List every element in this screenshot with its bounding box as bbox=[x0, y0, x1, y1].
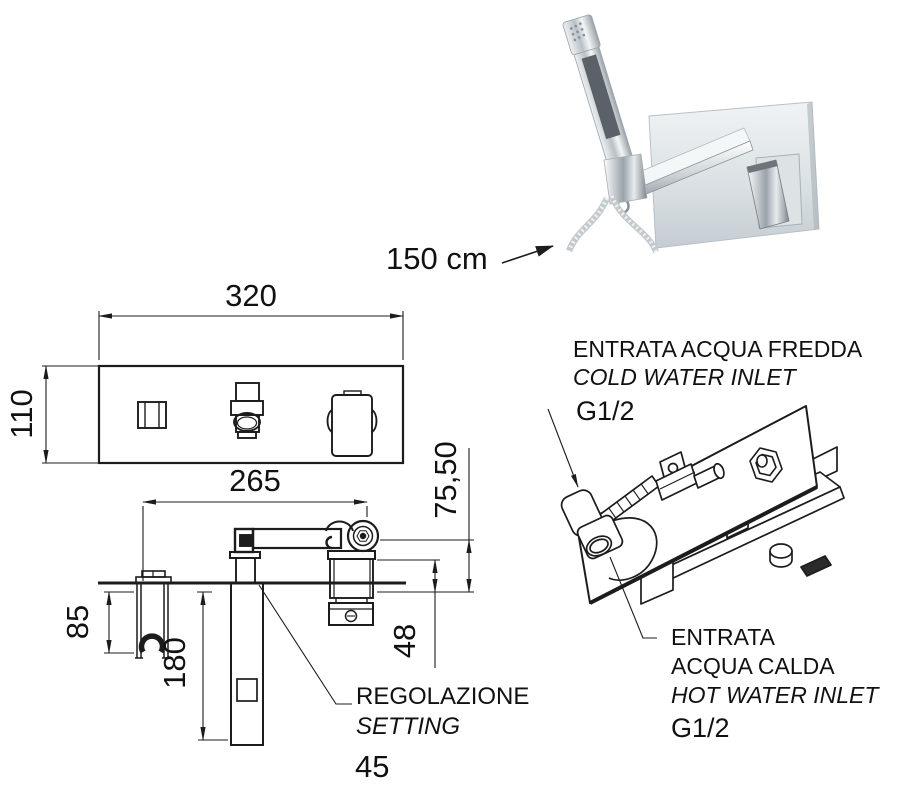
iso-curved-bracket bbox=[608, 517, 658, 581]
photo-hose-left bbox=[565, 196, 610, 253]
iso-rail-pad bbox=[800, 555, 832, 577]
dim-110-label: 110 bbox=[4, 389, 39, 438]
front-handle bbox=[326, 390, 378, 457]
hot-inlet-label-it-2: ACQUA CALDA bbox=[671, 653, 835, 679]
front-spout bbox=[230, 382, 264, 439]
iso-inlet-assembly bbox=[560, 451, 725, 581]
side-shower-holder bbox=[135, 570, 172, 659]
dim-180-label: 180 bbox=[157, 637, 192, 689]
product-photo bbox=[562, 14, 820, 254]
rough-in-isometric bbox=[547, 405, 845, 639]
dim-48-label: 48 bbox=[387, 624, 422, 658]
side-outlet-column bbox=[230, 583, 264, 746]
photo-plate-edge-shadow bbox=[807, 102, 819, 230]
hose-length-label: 150 cm bbox=[386, 241, 488, 276]
dim-265-label: 265 bbox=[229, 463, 281, 498]
side-holder-hook bbox=[138, 633, 166, 654]
dim-85-label: 85 bbox=[60, 605, 95, 639]
hose-length-arrow bbox=[501, 245, 554, 264]
front-view bbox=[97, 364, 405, 465]
side-spout bbox=[229, 527, 343, 584]
cold-inlet-label-en: COLD WATER INLET bbox=[573, 364, 798, 390]
front-shower-outlet bbox=[137, 401, 167, 429]
cold-inlet-leader bbox=[547, 408, 579, 488]
side-view bbox=[98, 519, 406, 746]
setting-label-it: REGOLAZIONE bbox=[356, 683, 529, 710]
photo-handle-lever bbox=[746, 159, 790, 230]
hot-inlet-label-it-1: ENTRATA bbox=[671, 624, 776, 650]
photo-handle-lever-top bbox=[747, 160, 778, 173]
iso-hex-nut bbox=[749, 447, 783, 483]
setting-leader-line bbox=[258, 584, 352, 705]
photo-shower-holder bbox=[603, 153, 648, 205]
iso-plate-bottom-edge bbox=[589, 485, 818, 605]
photo-hand-shower bbox=[562, 14, 637, 180]
dim-7550-label: 75,50 bbox=[428, 441, 463, 519]
front-plate bbox=[97, 364, 405, 465]
setting-label-en: SETTING bbox=[356, 713, 460, 740]
front-view-dimensions bbox=[42, 311, 404, 464]
hot-inlet-leader bbox=[609, 556, 657, 639]
side-view-dimensions bbox=[104, 448, 474, 741]
setting-value-label: 45 bbox=[355, 749, 389, 784]
side-spout-clip bbox=[325, 535, 333, 550]
cold-inlet-label-it: ENTRATA ACQUA FREDDA bbox=[573, 336, 863, 362]
dim-320-label: 320 bbox=[225, 278, 277, 313]
hot-inlet-label-en: HOT WATER INLET bbox=[671, 682, 880, 708]
hot-inlet-thread-label: G1/2 bbox=[671, 713, 730, 743]
side-handle-valve bbox=[325, 519, 380, 626]
cold-inlet-thread-label: G1/2 bbox=[576, 396, 635, 426]
photo-hose-right-rib bbox=[610, 195, 658, 253]
